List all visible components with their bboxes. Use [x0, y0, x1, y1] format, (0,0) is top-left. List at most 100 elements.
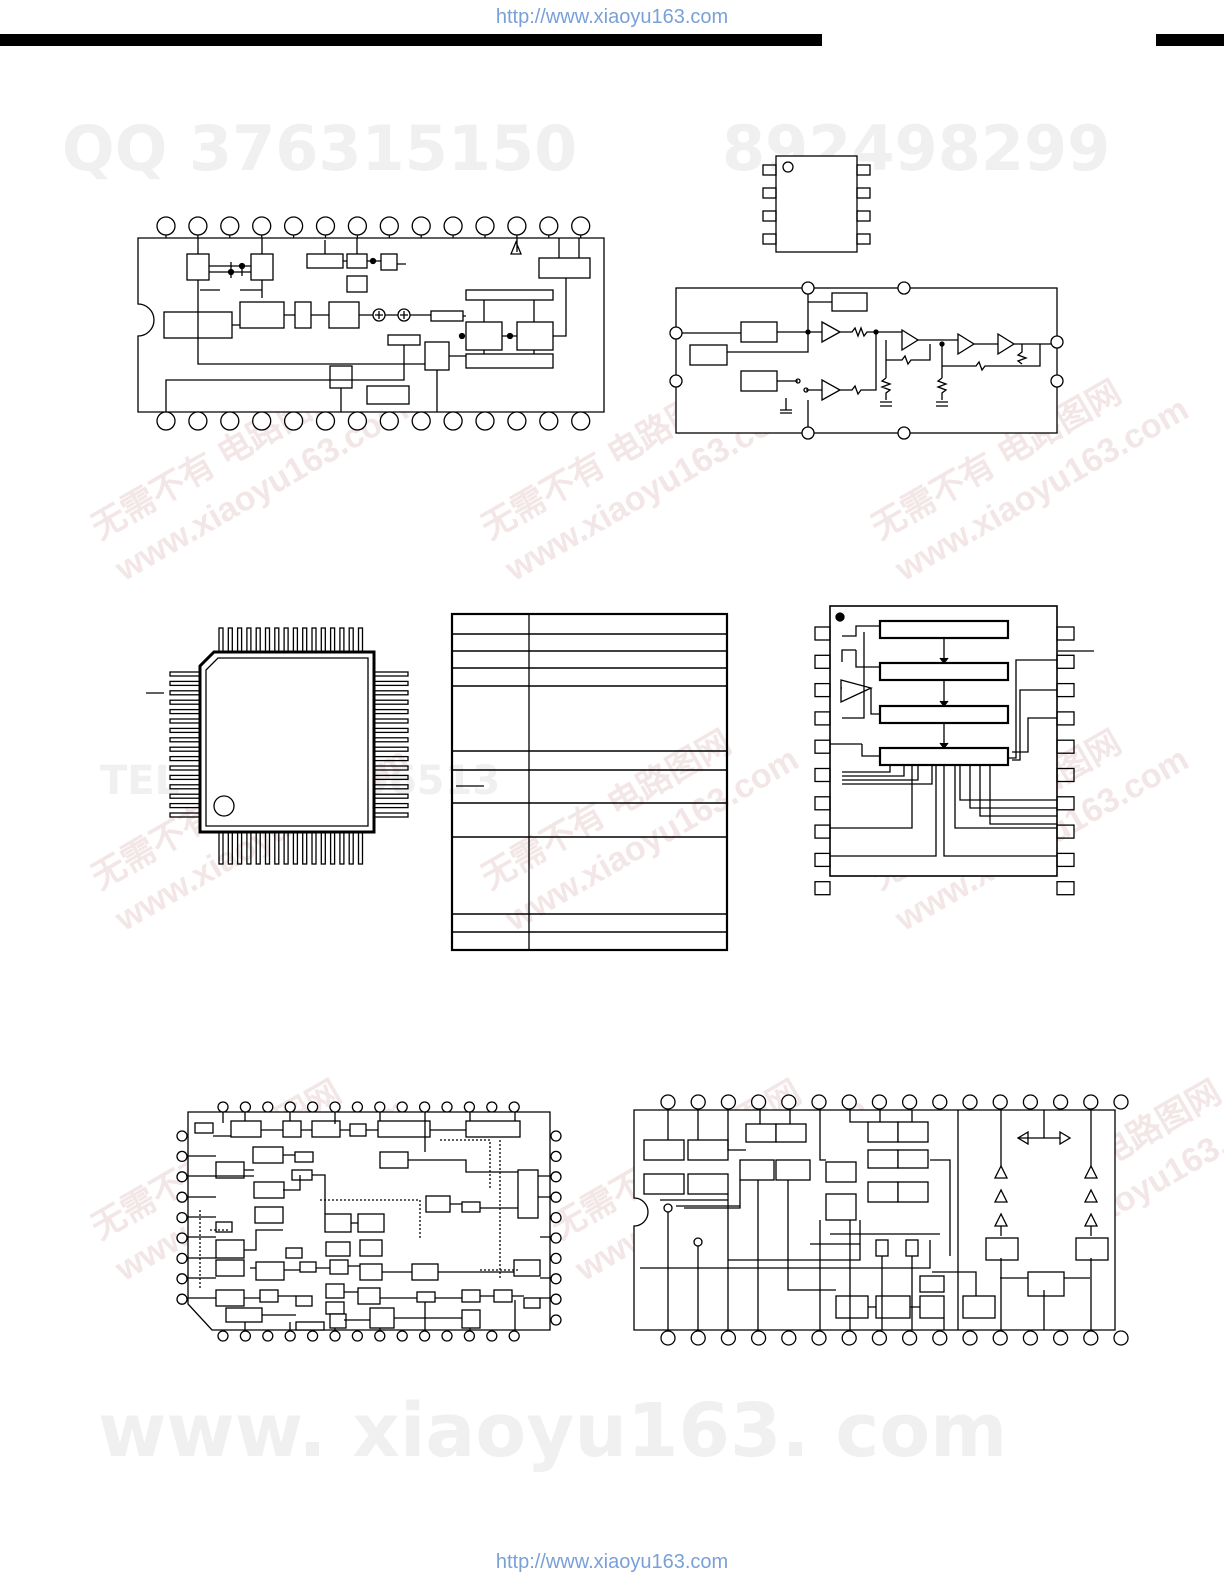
pin-circle	[284, 1330, 296, 1342]
ic-block-diagram-dip28-a	[137, 216, 605, 431]
ic-package-qfp64	[146, 627, 409, 865]
amplifier-block-diagram	[669, 281, 1064, 440]
function-block	[379, 1151, 409, 1169]
pin-circle	[156, 216, 176, 236]
qfp-pin	[169, 699, 201, 705]
qfp-pin	[339, 627, 345, 653]
pin-circle	[690, 1094, 706, 1110]
pin-circle	[176, 1252, 188, 1265]
qfp-pin	[329, 627, 336, 653]
pin-circle	[411, 216, 431, 236]
pin-circle	[1083, 1330, 1099, 1346]
qfp-pin	[311, 831, 317, 865]
function-block	[325, 1283, 345, 1299]
pin-circle	[781, 1094, 797, 1110]
dashed-lines	[199, 1139, 520, 1290]
function-block	[1075, 1237, 1109, 1261]
function-block	[329, 1313, 347, 1329]
pin-circle	[443, 216, 463, 236]
sop-pin	[1056, 626, 1075, 641]
qfp-pin	[169, 718, 201, 724]
function-block	[687, 1173, 729, 1195]
pin-circle	[284, 1101, 296, 1113]
qfp-pin	[357, 627, 364, 653]
function-block	[687, 1139, 729, 1161]
function-block	[643, 1173, 685, 1195]
qfp-pin	[169, 765, 201, 771]
function-block	[259, 1289, 279, 1303]
footer-url[interactable]: http://www.xiaoyu163.com	[495, 1551, 729, 1573]
function-block	[897, 1181, 929, 1203]
qfp-pin	[169, 737, 201, 743]
qfp-pin	[169, 784, 201, 790]
sop-pin	[1056, 824, 1075, 839]
pin-circle	[374, 1101, 386, 1113]
pin-circle	[176, 1171, 188, 1183]
pin-circle	[660, 1330, 676, 1346]
pin-circle	[315, 216, 336, 236]
pin-circle	[252, 411, 272, 431]
pin-circle	[176, 1293, 188, 1305]
node	[663, 1203, 673, 1213]
function-block	[295, 1321, 325, 1331]
function-block	[825, 1161, 857, 1183]
pin-circle	[1113, 1094, 1129, 1110]
qfp-pin	[169, 774, 201, 781]
pin-circle	[811, 1330, 827, 1346]
pin-circle	[396, 1101, 408, 1113]
function-block	[875, 1239, 889, 1257]
pin-circle	[550, 1314, 562, 1326]
sop-pin	[814, 881, 831, 896]
function-block	[325, 1241, 351, 1257]
pin-circle	[550, 1150, 562, 1163]
pin-circle	[379, 411, 399, 431]
route-line	[842, 765, 905, 777]
function-block	[225, 1307, 263, 1323]
ic-block-diagram-dip32-b	[633, 1094, 1129, 1346]
qfp-pin	[169, 755, 201, 762]
pin-circle	[720, 1330, 737, 1346]
pin-circle	[508, 1101, 520, 1113]
function-block	[897, 1149, 929, 1169]
pin-circle	[901, 1094, 918, 1110]
sop-pin	[1056, 796, 1075, 811]
pin-circle	[379, 216, 399, 236]
function-block	[230, 1120, 262, 1138]
function-block	[867, 1149, 899, 1169]
function-block	[369, 1307, 395, 1329]
function-block	[359, 1263, 383, 1281]
function-block	[215, 1239, 245, 1259]
route-line	[842, 765, 933, 785]
pin-circle	[315, 411, 336, 431]
qfp-pin	[283, 627, 289, 653]
function-block	[835, 1295, 869, 1319]
function-block	[253, 1181, 285, 1199]
pin-circle	[418, 1101, 431, 1113]
pin-circle	[571, 216, 591, 236]
function-block	[775, 1159, 811, 1181]
pin-circle	[750, 1094, 767, 1110]
function-block	[825, 1193, 857, 1221]
route-line	[842, 765, 919, 781]
pin-circle	[550, 1293, 562, 1305]
pin-circle	[176, 1150, 188, 1163]
function-block	[875, 1295, 911, 1319]
function-block	[295, 1295, 313, 1307]
pin-circle	[220, 411, 240, 431]
function-block	[897, 1121, 929, 1143]
qfp-pin	[255, 627, 261, 653]
pin-circle	[374, 1330, 386, 1342]
header-url[interactable]: http://www.xiaoyu163.com	[495, 6, 729, 28]
header-rule-right	[1156, 34, 1224, 46]
pin-circle	[176, 1130, 188, 1142]
qfp-pin	[169, 727, 201, 734]
qfp-pin	[169, 680, 201, 687]
function-block	[311, 1120, 341, 1138]
pin-circle	[507, 411, 527, 431]
qfp-pin	[373, 727, 409, 734]
qfp-pin	[373, 699, 409, 705]
pin-circle	[841, 1094, 857, 1110]
function-block	[919, 1295, 945, 1319]
qfp-pin	[373, 802, 409, 809]
function-block	[425, 1195, 451, 1213]
